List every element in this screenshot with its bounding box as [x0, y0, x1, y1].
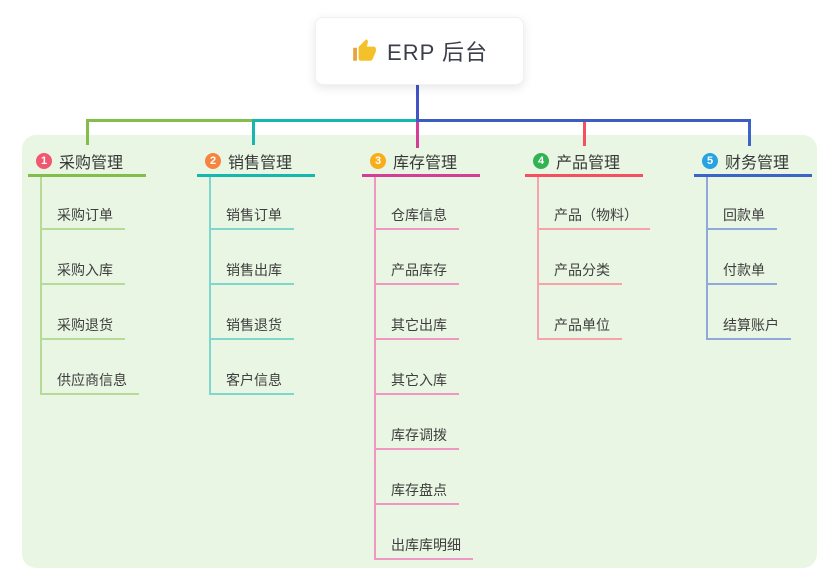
- connector-trunk-left: [86, 119, 253, 122]
- branch-node-sales[interactable]: 2 销售管理: [197, 147, 315, 177]
- connector-drop-branch-4: [583, 119, 586, 146]
- child-node[interactable]: 库存调拨: [374, 424, 459, 450]
- child-node[interactable]: 付款单: [706, 259, 777, 285]
- branch-label: 销售管理: [228, 154, 293, 172]
- child-node[interactable]: 产品单位: [537, 314, 622, 340]
- branch-badge: 3: [370, 152, 386, 169]
- branch-badge: 1: [36, 152, 52, 169]
- branches-panel: [22, 135, 817, 568]
- child-node[interactable]: 出库库明细: [374, 534, 473, 560]
- connector-trunk-right: [416, 119, 751, 122]
- child-node[interactable]: 回款单: [706, 204, 777, 230]
- root-title: ERP 后台: [387, 40, 488, 65]
- branch-stem: [706, 177, 708, 340]
- branch-node-product[interactable]: 4 产品管理: [525, 147, 643, 177]
- thumbs-up-icon: [351, 38, 377, 64]
- connector-trunk-mid: [252, 119, 418, 122]
- branch-stem: [374, 177, 376, 560]
- branch-label: 库存管理: [393, 154, 458, 172]
- child-node[interactable]: 采购入库: [40, 259, 125, 285]
- branch-badge: 4: [533, 152, 549, 169]
- child-node[interactable]: 采购订单: [40, 204, 125, 230]
- child-node[interactable]: 客户信息: [209, 369, 294, 395]
- child-node[interactable]: 产品分类: [537, 259, 622, 285]
- child-node[interactable]: 仓库信息: [374, 204, 459, 230]
- branch-stem: [40, 177, 42, 395]
- branch-stem: [209, 177, 211, 395]
- branch-node-purchase[interactable]: 1 采购管理: [28, 147, 146, 177]
- branch-stem: [537, 177, 539, 340]
- child-node[interactable]: 供应商信息: [40, 369, 139, 395]
- child-node[interactable]: 其它出库: [374, 314, 459, 340]
- branch-label: 采购管理: [59, 154, 124, 172]
- branch-badge: 2: [205, 152, 221, 169]
- branch-label: 产品管理: [556, 154, 621, 172]
- child-node[interactable]: 其它入库: [374, 369, 459, 395]
- root-node[interactable]: ERP 后台: [315, 17, 524, 85]
- child-node[interactable]: 库存盘点: [374, 479, 459, 505]
- branch-badge: 5: [702, 152, 718, 169]
- child-node[interactable]: 销售退货: [209, 314, 294, 340]
- child-node[interactable]: 采购退货: [40, 314, 125, 340]
- child-node[interactable]: 销售出库: [209, 259, 294, 285]
- branch-node-inventory[interactable]: 3 库存管理: [362, 147, 480, 177]
- connector-drop-branch-1: [86, 119, 89, 145]
- branch-label: 财务管理: [725, 154, 790, 172]
- connector-drop-branch-5: [748, 119, 751, 146]
- connector-root-stem: [416, 83, 419, 119]
- branch-node-finance[interactable]: 5 财务管理: [694, 147, 812, 177]
- connector-drop-branch-3: [416, 119, 419, 148]
- connector-drop-branch-2: [252, 119, 255, 145]
- child-node[interactable]: 产品（物料）: [537, 204, 650, 230]
- child-node[interactable]: 结算账户: [706, 314, 791, 340]
- child-node[interactable]: 销售订单: [209, 204, 294, 230]
- child-node[interactable]: 产品库存: [374, 259, 459, 285]
